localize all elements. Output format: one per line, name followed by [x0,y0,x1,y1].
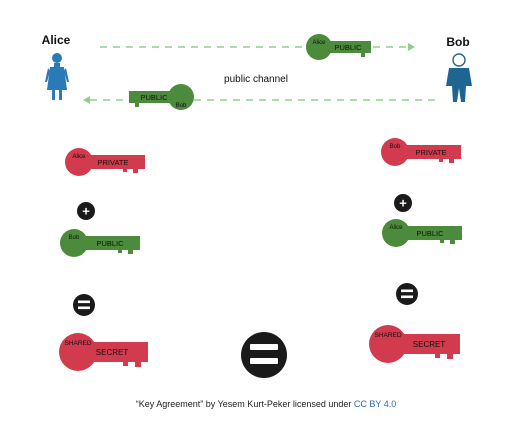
svg-text:SECRET: SECRET [96,348,129,357]
svg-text:Bob: Bob [176,103,187,109]
svg-text:Bob: Bob [390,144,401,150]
bob-equals-icon [396,283,418,305]
attribution-text: “Key Agreement” by Yesem Kurt-Peker lice… [135,399,354,409]
channel-key-bob-public: Bob PUBLIC [129,84,194,110]
channel-label: public channel [224,74,288,85]
arrow-alice-to-bob [100,43,415,51]
svg-text:Alice: Alice [312,40,326,46]
svg-text:+: + [82,204,90,219]
svg-text:+: + [399,196,407,211]
alice-plus-icon: + [77,202,95,220]
bob-received-public-key: Alice PUBLIC [382,219,462,247]
svg-text:PUBLIC: PUBLIC [416,229,444,238]
center-equals-icon [241,332,287,378]
svg-text:SHARED: SHARED [374,332,401,339]
bob-shared-secret-key: SHARED SECRET [369,325,460,363]
svg-text:Alice: Alice [72,154,86,160]
alice-received-public-key: Bob PUBLIC [60,229,140,257]
alice-equals-icon [73,294,95,316]
svg-text:SHARED: SHARED [64,340,91,347]
bob-plus-icon: + [394,194,412,212]
svg-text:SECRET: SECRET [413,340,446,349]
svg-text:PRIVATE: PRIVATE [98,158,129,167]
license-link[interactable]: CC BY 4.0 [353,399,397,409]
channel-key-alice-public: Alice PUBLIC [306,34,371,60]
bob-name: Bob [446,35,469,49]
alice-figure-icon [45,53,69,100]
svg-text:PRIVATE: PRIVATE [416,148,447,157]
svg-text:PUBLIC: PUBLIC [140,93,168,102]
alice-name: Alice [42,33,71,47]
svg-text:PUBLIC: PUBLIC [96,239,124,248]
bob-figure-icon [446,53,472,102]
svg-text:Bob: Bob [69,235,80,241]
bob-private-key: Bob PRIVATE [381,138,461,166]
alice-shared-secret-key: SHARED SECRET [59,333,148,371]
svg-text:PUBLIC: PUBLIC [334,43,362,52]
attribution-caption: “Key Agreement” by Yesem Kurt-Peker lice… [0,399,532,409]
svg-text:Alice: Alice [389,225,403,231]
alice-private-key: Alice PRIVATE [65,148,145,176]
